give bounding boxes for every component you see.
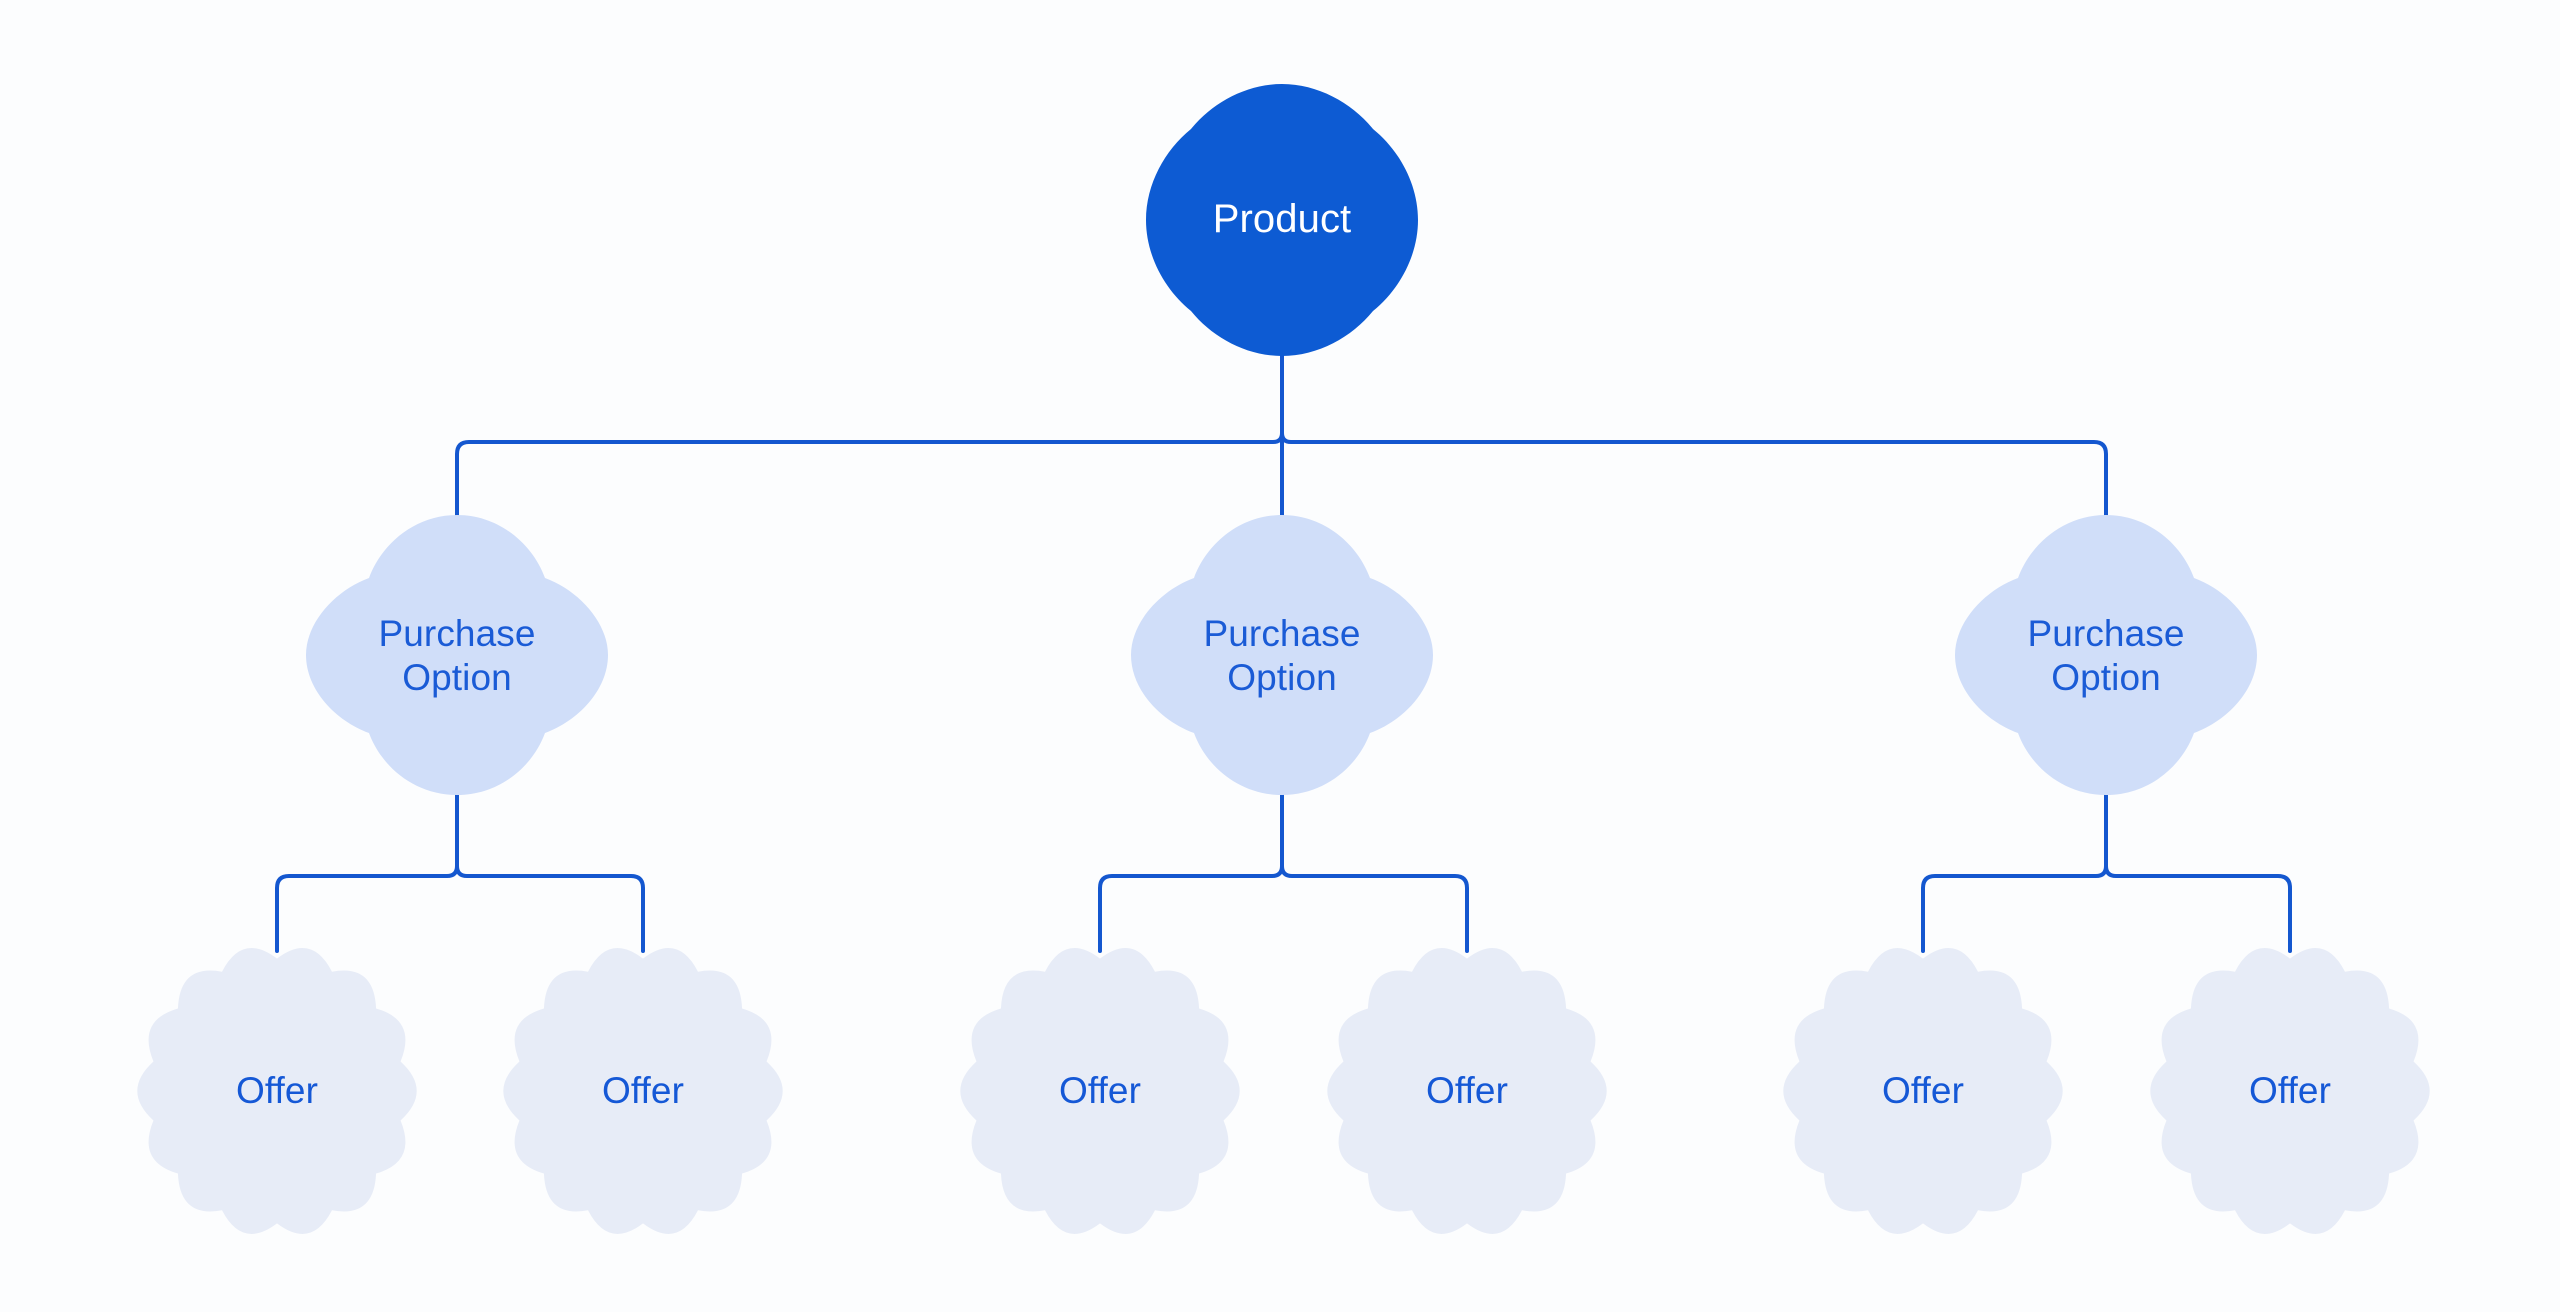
node-shape-purchase-option-1[interactable] xyxy=(306,515,608,795)
edge-purchase-option-2-to-offer-4 xyxy=(1280,793,1469,953)
connector-layer xyxy=(275,354,2292,953)
node-shape-purchase-option-2[interactable] xyxy=(1131,515,1433,795)
node-shape-product[interactable] xyxy=(1146,84,1418,356)
edge-product-to-purchase-option-1 xyxy=(455,354,1284,517)
node-shape-offer-5[interactable] xyxy=(1783,948,2063,1234)
node-shape-purchase-option-3[interactable] xyxy=(1955,515,2257,795)
edge-product-to-purchase-option-3 xyxy=(1280,354,2108,517)
node-shape-offer-2[interactable] xyxy=(503,948,783,1234)
edge-purchase-option-3-to-offer-6 xyxy=(2104,793,2292,953)
edge-purchase-option-1-to-offer-1 xyxy=(275,793,459,953)
node-shape-offer-6[interactable] xyxy=(2150,948,2430,1234)
node-shape-offer-1[interactable] xyxy=(137,948,417,1234)
offer-shape-group xyxy=(137,948,2430,1234)
node-layer xyxy=(137,84,2430,1234)
node-shape-offer-3[interactable] xyxy=(960,948,1240,1234)
edge-purchase-option-3-to-offer-5 xyxy=(1921,793,2108,953)
node-shape-offer-4[interactable] xyxy=(1327,948,1607,1234)
edge-purchase-option-1-to-offer-2 xyxy=(455,793,645,953)
edge-purchase-option-2-to-offer-3 xyxy=(1098,793,1284,953)
